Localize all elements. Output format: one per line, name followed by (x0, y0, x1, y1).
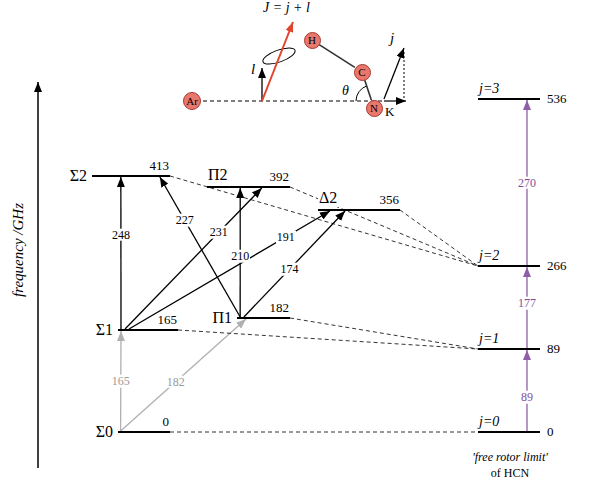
transition-frequency: 89 (520, 391, 534, 404)
transition-arrow (244, 211, 345, 317)
energy-level: Π1182 (237, 317, 290, 319)
intermolecular-axis (203, 101, 384, 102)
correlation-line (170, 432, 478, 433)
transition-arrow (160, 177, 240, 317)
level-frequency: 89 (546, 342, 561, 356)
energy-level: j=00 (478, 431, 540, 433)
level-frequency: 182 (269, 301, 291, 315)
level-frequency: 536 (546, 92, 568, 106)
level-name: j=1 (478, 331, 500, 346)
level-frequency: 392 (269, 170, 291, 184)
transition-arrow (120, 177, 121, 329)
level-name: j=0 (478, 414, 500, 429)
frequency-axis (37, 82, 39, 468)
transition-frequency: 191 (276, 231, 296, 244)
transition-frequency: 177 (517, 297, 537, 310)
transition-frequency: 248 (111, 228, 131, 241)
transition-frequency: 182 (166, 375, 186, 388)
connector-group (121, 45, 527, 432)
energy-level: j=2266 (478, 265, 540, 267)
transition-frequency: 270 (517, 176, 537, 189)
atom-circle: Ar (183, 92, 201, 110)
theta-arc (356, 86, 367, 101)
vector-label: J = j + l (262, 0, 311, 15)
transition-frequency: 174 (279, 263, 299, 276)
level-name: j=3 (478, 81, 500, 96)
atom-symbol: N (370, 103, 378, 114)
energy-level: Σ2413 (92, 175, 170, 177)
column-caption: 'free rotor limit' (471, 451, 549, 464)
level-name: Σ1 (95, 321, 114, 339)
energy-level: j=3536 (478, 98, 540, 100)
level-frequency: 356 (379, 193, 401, 207)
transition-arrow (121, 319, 246, 431)
j-projection (404, 52, 405, 98)
atom-circle: N (366, 100, 383, 117)
level-name: Δ2 (318, 189, 338, 207)
atom-circle: C (354, 64, 371, 81)
atom-symbol: Ar (186, 96, 198, 107)
vector-label: j (389, 30, 395, 47)
atom-symbol: H (308, 35, 316, 46)
level-name: j=2 (478, 248, 500, 263)
vector-label: l (250, 61, 256, 78)
correlation-line (170, 176, 478, 266)
axis-title: frequency /GHz (10, 202, 27, 298)
level-name: Π2 (207, 166, 229, 184)
energy-level: Σ1165 (118, 329, 178, 331)
level-frequency: 413 (149, 159, 171, 173)
energy-level: Δ2356 (318, 209, 400, 211)
level-name: Π1 (211, 309, 233, 327)
vector-label: θ (341, 83, 350, 98)
total-angular-momentum-vector (262, 22, 293, 101)
column-caption: of HCN (490, 467, 530, 480)
level-frequency: 0 (546, 425, 555, 439)
energy-level: j=189 (478, 348, 540, 350)
transition-arrow (129, 211, 330, 329)
transition-frequency: 210 (230, 250, 250, 263)
vector-label: K (384, 105, 395, 119)
energy-level: Σ00 (118, 431, 170, 433)
correlation-line (400, 210, 478, 266)
level-frequency: 0 (162, 415, 171, 429)
level-name: Σ0 (95, 423, 114, 441)
chemical-bond (365, 80, 372, 100)
level-frequency: 165 (157, 313, 179, 327)
atom-symbol: C (358, 67, 365, 78)
level-frequency: 266 (546, 259, 568, 273)
transition-frequency: 227 (175, 214, 195, 227)
transition-arrow (125, 188, 262, 329)
correlation-line (290, 187, 478, 266)
k-vector (384, 100, 406, 101)
correlation-line (178, 330, 478, 349)
transition-frequency: 165 (111, 375, 131, 388)
j-vector (384, 48, 404, 99)
l-vector (261, 68, 262, 101)
atom-circle: H (304, 32, 321, 49)
correlation-line (290, 318, 478, 349)
chemical-bond (319, 45, 355, 68)
level-name: Σ2 (69, 167, 88, 185)
transition-frequency: 231 (209, 226, 229, 239)
energy-level: Π2392 (207, 186, 290, 188)
